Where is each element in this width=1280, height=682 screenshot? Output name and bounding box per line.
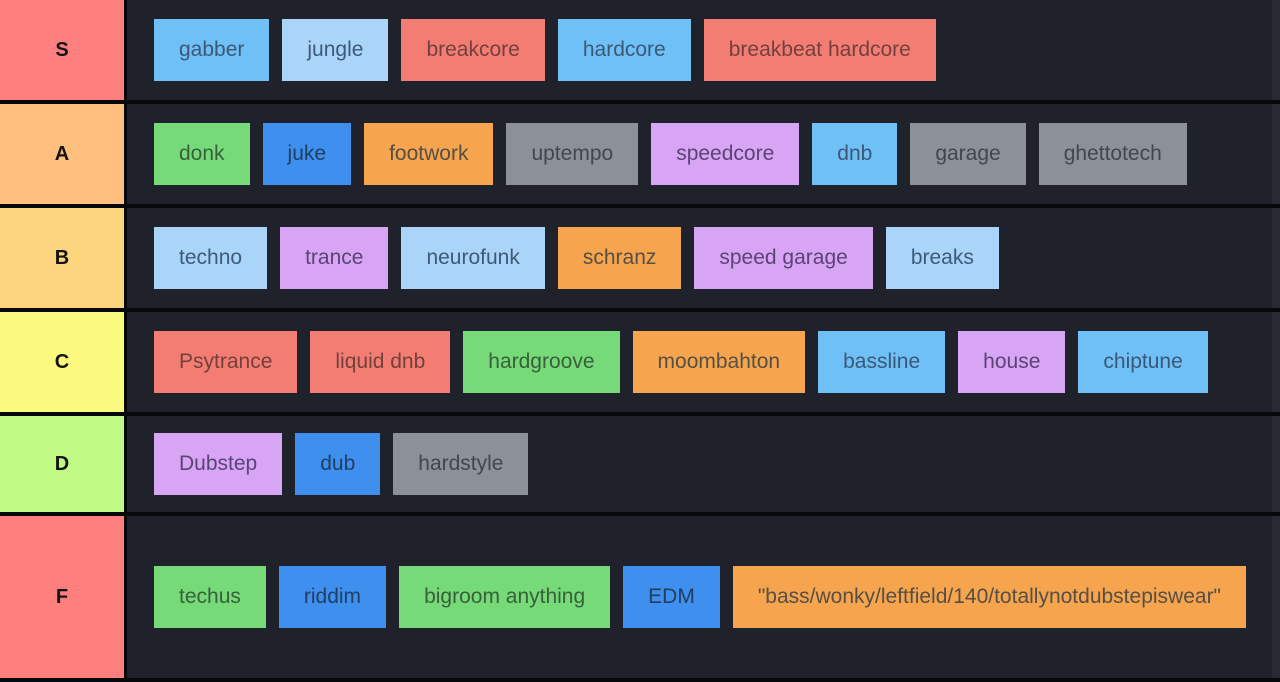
tier-label-d: D: [0, 416, 127, 512]
tile-hardcore[interactable]: hardcore: [557, 19, 691, 81]
right-edge-strip: [1272, 104, 1280, 204]
tile-breaks[interactable]: breaks: [885, 227, 999, 289]
tile-techno[interactable]: techno: [154, 227, 268, 289]
tile-dnb[interactable]: dnb: [812, 123, 898, 185]
tile-hardgroove[interactable]: hardgroove: [463, 331, 620, 393]
tile-house[interactable]: house: [958, 331, 1066, 393]
tile-speed-garage[interactable]: speed garage: [694, 227, 873, 289]
tier-label-b: B: [0, 208, 127, 308]
tile-breakbeat-hardcore[interactable]: breakbeat hardcore: [703, 19, 936, 81]
tile-riddim[interactable]: riddim: [278, 566, 387, 628]
tile-uptempo[interactable]: uptempo: [506, 123, 639, 185]
tile-ghettotech[interactable]: ghettotech: [1038, 123, 1187, 185]
tile-bassline[interactable]: bassline: [818, 331, 946, 393]
tile-chiptune[interactable]: chiptune: [1078, 331, 1208, 393]
tier-label-f: F: [0, 516, 127, 678]
tier-label-s: S: [0, 0, 127, 100]
tile-donk[interactable]: donk: [154, 123, 250, 185]
tile-schranz[interactable]: schranz: [557, 227, 682, 289]
tile-hardstyle[interactable]: hardstyle: [393, 433, 529, 495]
tile-juke[interactable]: juke: [262, 123, 352, 185]
tile-garage[interactable]: garage: [910, 123, 1026, 185]
tile-speedcore[interactable]: speedcore: [651, 123, 800, 185]
tile-breakcore[interactable]: breakcore: [401, 19, 545, 81]
right-edge-strip: [1272, 312, 1280, 412]
right-edge-strip: [1272, 516, 1280, 678]
right-edge-strip: [1272, 0, 1280, 100]
tile-footwork[interactable]: footwork: [364, 123, 494, 185]
tile-dub[interactable]: dub: [295, 433, 381, 495]
tile-neurofunk[interactable]: neurofunk: [401, 227, 545, 289]
tier-label-c: C: [0, 312, 127, 412]
tile-jungle[interactable]: jungle: [282, 19, 389, 81]
right-edge-strip: [1272, 208, 1280, 308]
right-edge-strip: [1272, 416, 1280, 512]
tile-psytrance[interactable]: Psytrance: [154, 331, 298, 393]
tier-label-a: A: [0, 104, 127, 204]
tile-bass-wonky-leftfield-140-totallynotdubstepiswear[interactable]: "bass/wonky/leftfield/140/totallynotdubs…: [732, 566, 1247, 628]
tile-liquid-dnb[interactable]: liquid dnb: [310, 331, 451, 393]
tile-trance[interactable]: trance: [280, 227, 389, 289]
tile-techus[interactable]: techus: [154, 566, 266, 628]
tile-dubstep[interactable]: Dubstep: [154, 433, 283, 495]
tile-bigroom-anything[interactable]: bigroom anything: [399, 566, 611, 628]
tile-gabber[interactable]: gabber: [154, 19, 270, 81]
tile-moombahton[interactable]: moombahton: [632, 331, 806, 393]
tile-edm[interactable]: EDM: [623, 566, 720, 628]
